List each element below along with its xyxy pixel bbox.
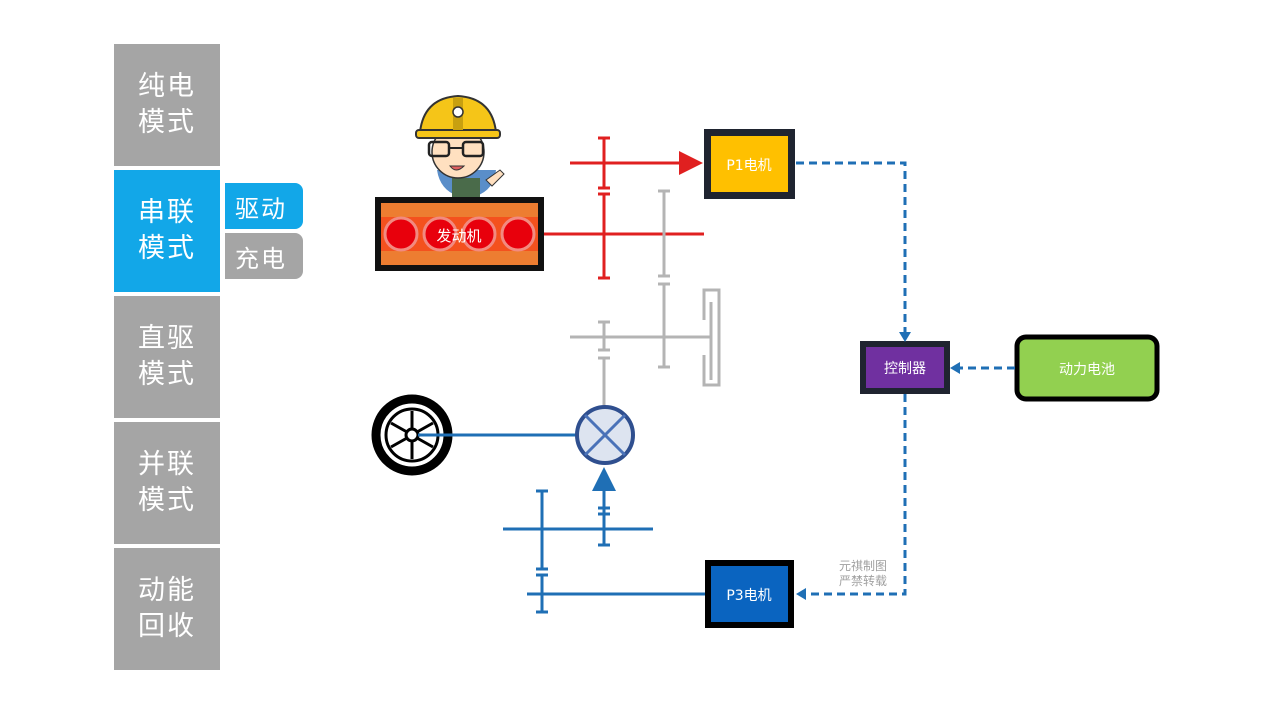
electric-signal-path [796,161,1015,596]
idle-gear-path [570,189,721,410]
engine-power-path [544,136,704,280]
controller[interactable]: 控制器 [860,341,950,394]
engine-label: 发动机 [436,227,481,245]
p3-motor-label: P3电机 [726,588,771,604]
mode-label: 动能 [138,575,196,606]
arrow-left-icon [950,362,960,374]
mode-label: 串联 [138,197,196,228]
mode-pure-electric[interactable]: 纯电模式 [114,44,220,166]
controller-label: 控制器 [884,361,926,377]
mode-regen[interactable]: 动能回收 [114,548,220,670]
arrow-left-icon [796,588,806,600]
watermark-line1: 元祺制图 [839,559,887,573]
mode-label: 模式 [138,359,196,390]
submode-charge[interactable]: 充电 [225,233,303,279]
mode-label: 模式 [138,107,196,138]
worker-mascot-icon [415,94,505,198]
mode-series[interactable]: 串联模式 [114,170,220,292]
submode-drive[interactable]: 驱动 [225,183,303,229]
mode-label: 模式 [138,233,196,264]
mode-label: 模式 [138,485,196,516]
arrow-down-icon [899,332,911,342]
submode-label: 充电 [235,244,287,273]
p3-motor[interactable]: P3电机 [705,560,794,628]
mode-label: 纯电 [138,71,196,102]
p1-motor-label: P1电机 [726,158,771,174]
mode-parallel[interactable]: 并联模式 [114,422,220,544]
p1-motor[interactable]: P1电机 [704,129,795,199]
mode-label: 并联 [138,449,196,480]
mode-label: 回收 [138,611,196,642]
submode-label: 驱动 [235,194,287,223]
mode-direct-drive[interactable]: 直驱模式 [114,296,220,418]
engine[interactable]: 发动机 [375,197,544,271]
watermark-line2: 严禁转载 [839,573,887,588]
mode-label: 直驱 [138,323,196,354]
drive-power-path [418,433,706,614]
differential-icon [575,405,635,465]
power-battery[interactable]: 动力电池 [1014,334,1160,402]
battery-label: 动力电池 [1059,362,1115,378]
